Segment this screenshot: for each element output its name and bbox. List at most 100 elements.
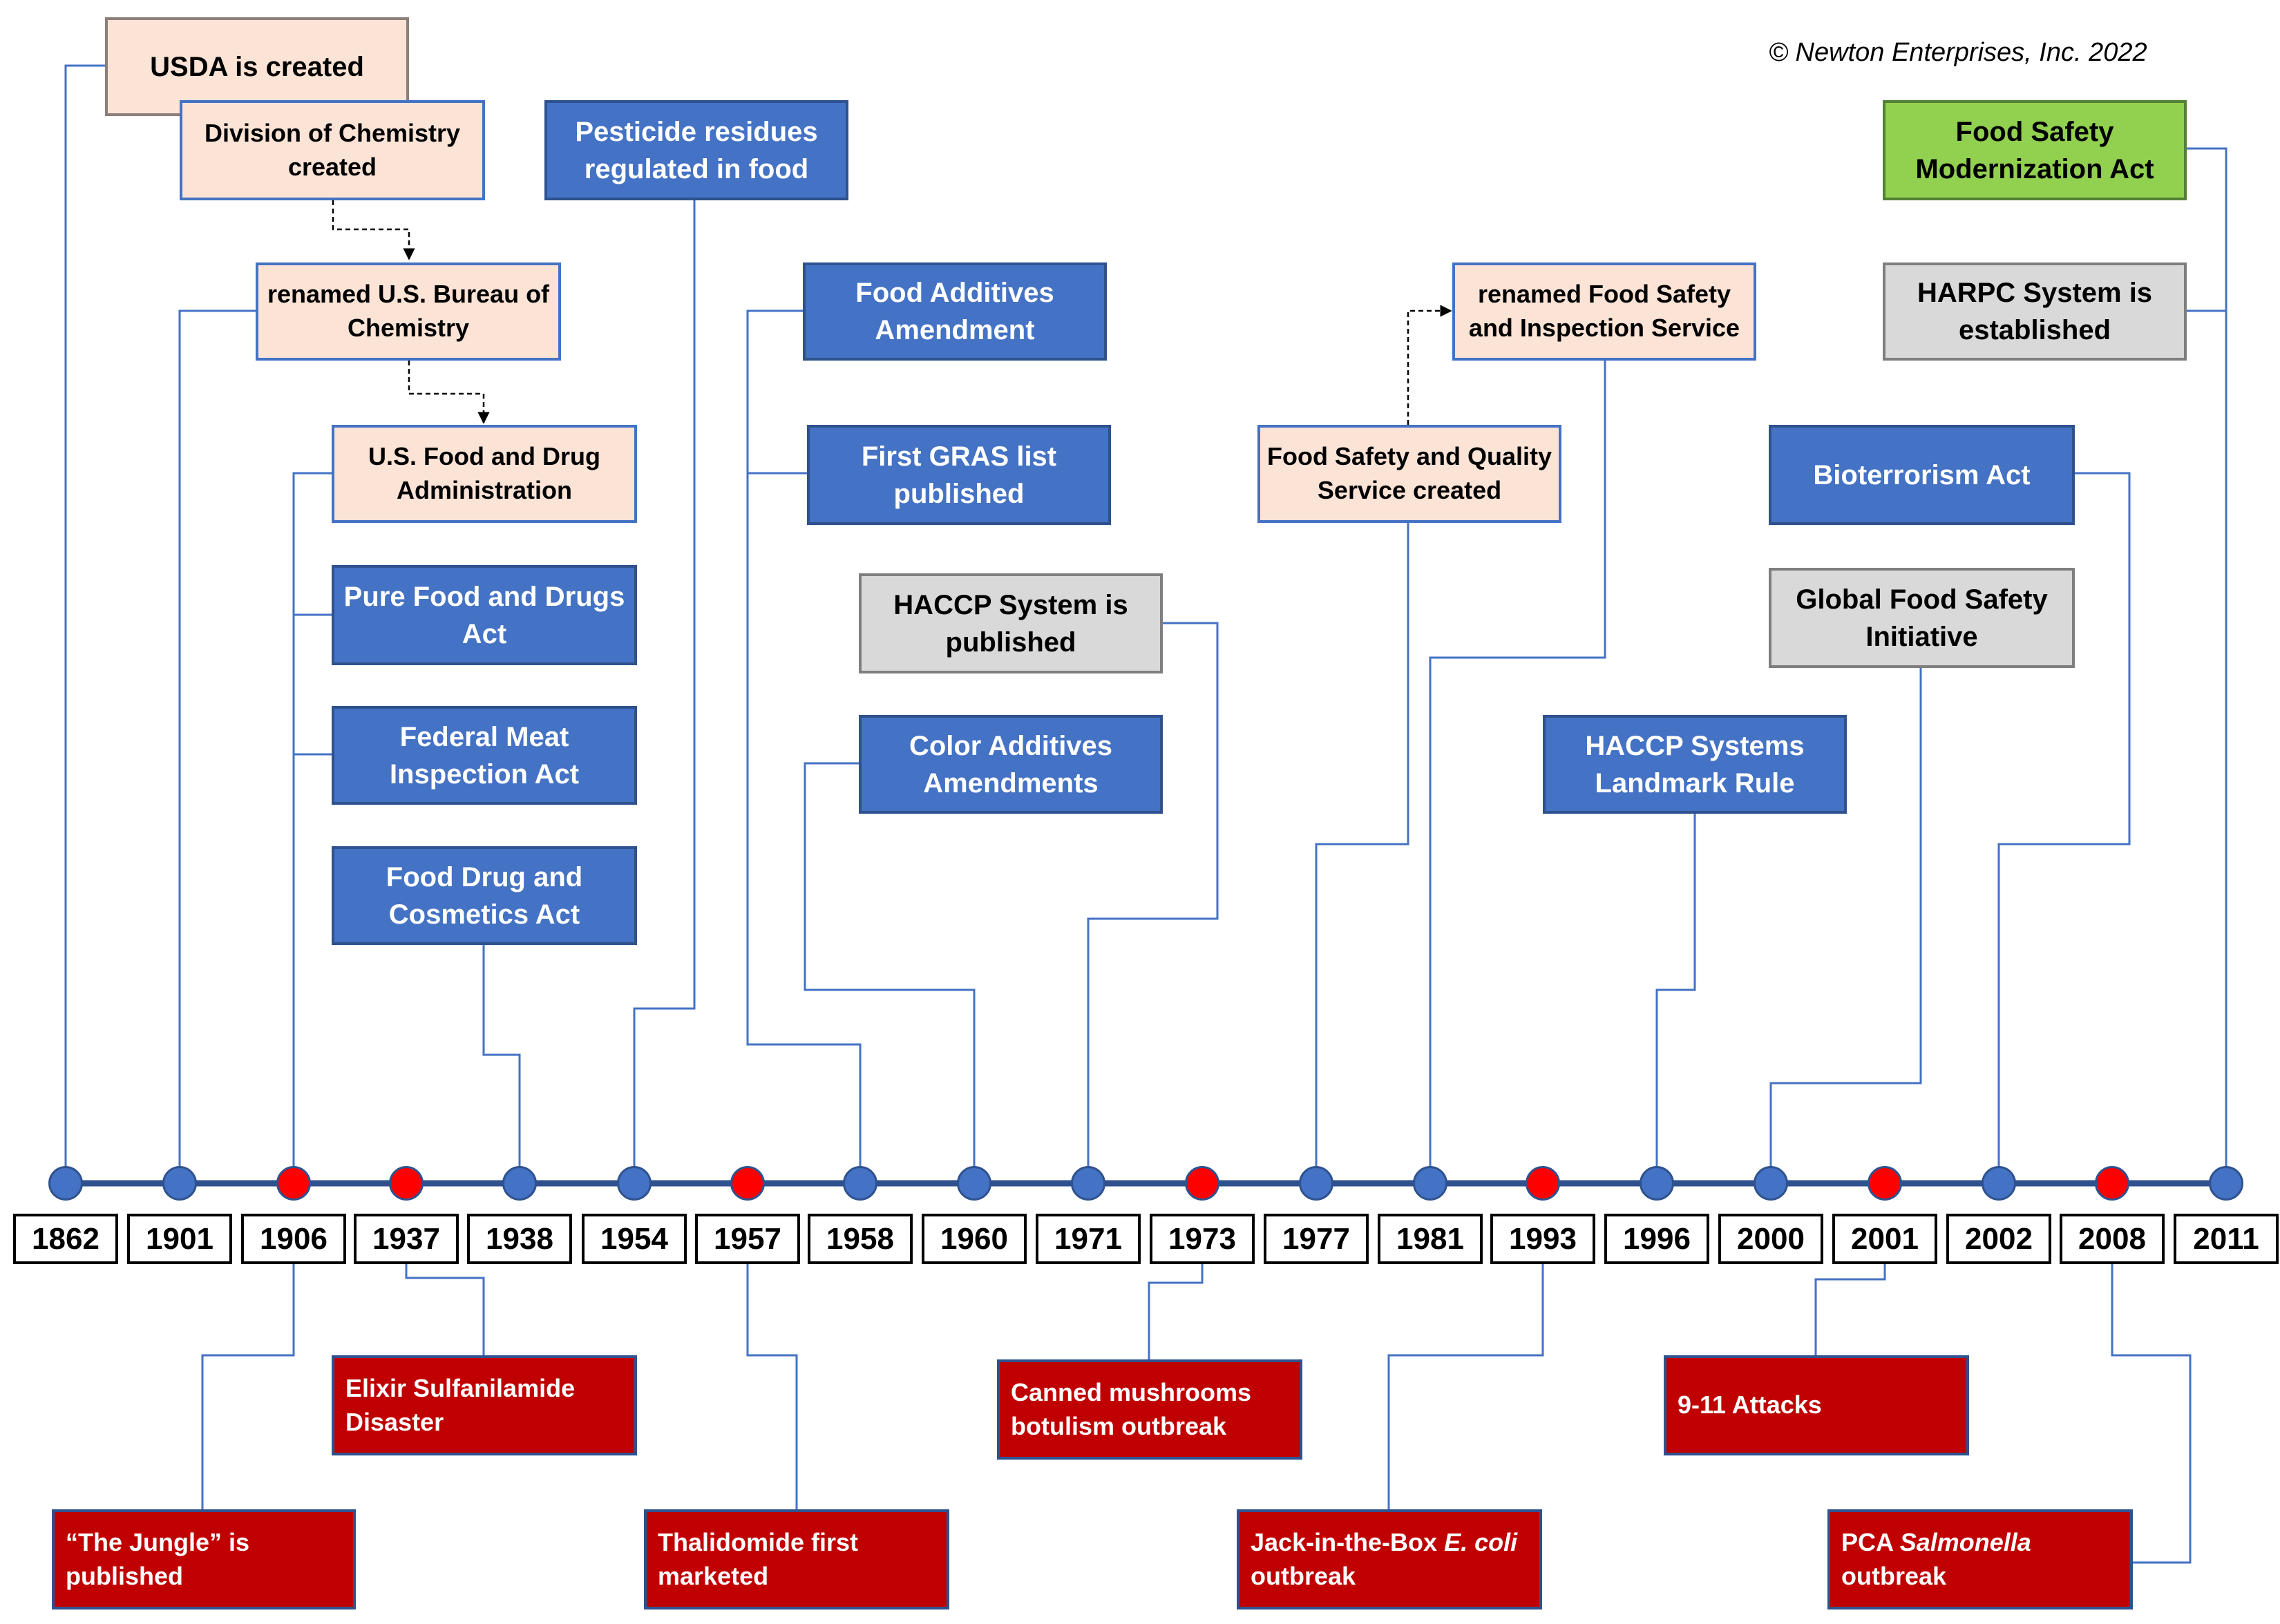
harpc-box: HARPC System is established (1883, 262, 2187, 361)
fsma-box: Food Safety Modernization Act (1883, 100, 2187, 200)
connector-mushrooms (1148, 1264, 1204, 1359)
year-marker-1958 (843, 1166, 877, 1201)
year-marker-1977 (1299, 1166, 1333, 1201)
connector-color-additives (804, 762, 976, 1183)
attacks-event-box: 9-11 Attacks (1664, 1355, 1969, 1455)
copyright-notice: © Newton Enterprises, Inc. 2022 (1769, 38, 2147, 67)
gfsi-box: Global Food Safety Initiative (1769, 568, 2075, 668)
year-marker-1957 (730, 1166, 765, 1201)
connector-attacks (1814, 1264, 1886, 1355)
year-label-2011: 2011 (2174, 1214, 2279, 1264)
arrow-division-to-bureau (332, 200, 415, 260)
jungle-event-box: “The Jungle” is published (52, 1509, 356, 1609)
bioterrorism-act-box: Bioterrorism Act (1769, 425, 2075, 525)
arrow-fsqs-to-fsis (1407, 305, 1452, 425)
pure-food-drugs-act-box: Pure Food and Drugs Act (332, 565, 637, 665)
elixir-event-box: Elixir Sulfanilamide Disaster (332, 1355, 637, 1455)
pca-text-italic: Salmonella (1899, 1527, 2031, 1556)
year-marker-1971 (1071, 1166, 1105, 1201)
connector-usda (64, 64, 105, 1183)
year-label-1977: 1977 (1264, 1214, 1369, 1264)
year-marker-2011 (2209, 1166, 2243, 1201)
fda-box: U.S. Food and Drug Administration (332, 425, 637, 523)
jack-in-the-box-event-box: Jack-in-the-Box E. coli outbreak (1237, 1509, 1542, 1609)
connector-food-additives (746, 309, 862, 1183)
year-marker-1993 (1526, 1166, 1560, 1201)
year-label-1938: 1938 (467, 1214, 572, 1264)
year-marker-1862 (48, 1166, 83, 1201)
fsis-box: renamed Food Safety and Inspection Servi… (1452, 262, 1756, 361)
connector-haccp-landmark (1655, 813, 1696, 1183)
usda-box: USDA is created (105, 17, 409, 116)
mushrooms-event-box: Canned mushrooms botulism outbreak (997, 1359, 1302, 1460)
year-marker-2001 (1868, 1166, 1902, 1201)
color-additives-box: Color Additives Amendments (859, 715, 1163, 814)
food-drug-cosmetics-act-box: Food Drug and Cosmetics Act (332, 846, 637, 945)
jack-text-start: Jack-in-the-Box (1251, 1527, 1445, 1556)
gras-list-box: First GRAS list published (807, 425, 1111, 525)
connector-bureau (178, 309, 256, 1183)
connector-fsma (2185, 147, 2227, 1183)
year-marker-1954 (617, 1166, 652, 1201)
haccp-landmark-rule-box: HACCP Systems Landmark Rule (1543, 715, 1847, 814)
connector-haccp-published (1087, 622, 1219, 1183)
connector-jungle (201, 1264, 295, 1509)
year-label-1958: 1958 (808, 1214, 913, 1264)
year-label-1971: 1971 (1036, 1214, 1141, 1264)
arrow-bureau-to-fda (408, 361, 490, 424)
year-marker-1906 (276, 1166, 311, 1201)
pca-text: PCA Salmonella outbreak (1841, 1526, 2130, 1593)
bureau-chemistry-box: renamed U.S. Bureau of Chemistry (256, 262, 561, 361)
connector-elixir (405, 1264, 485, 1355)
year-label-1973: 1973 (1150, 1214, 1255, 1264)
year-marker-2002 (1982, 1166, 2016, 1201)
year-label-1862: 1862 (13, 1214, 118, 1264)
connector-fdc (482, 945, 521, 1183)
year-marker-1938 (502, 1166, 537, 1201)
year-label-1957: 1957 (695, 1214, 800, 1264)
pca-event-box: PCA Salmonella outbreak (1827, 1509, 2133, 1609)
year-label-1996: 1996 (1604, 1214, 1709, 1264)
connector-fda (292, 472, 332, 1183)
connector-pesticide (633, 200, 696, 1183)
fsqs-box: Food Safety and Quality Service created (1257, 425, 1561, 523)
connector-jack (1387, 1264, 1544, 1509)
year-marker-1937 (389, 1166, 424, 1201)
connector-pca (2111, 1264, 2192, 1564)
year-label-1937: 1937 (354, 1214, 459, 1264)
year-label-1906: 1906 (241, 1214, 346, 1264)
year-label-1993: 1993 (1490, 1214, 1595, 1264)
connector-gfsi (1769, 667, 1922, 1183)
pca-text-end: outbreak (1841, 1561, 1947, 1590)
year-label-1901: 1901 (127, 1214, 232, 1264)
division-chemistry-box: Division of Chemistry created (180, 100, 485, 200)
year-marker-2000 (1754, 1166, 1788, 1201)
year-marker-1981 (1413, 1166, 1447, 1201)
year-label-2000: 2000 (1718, 1214, 1823, 1264)
year-label-2002: 2002 (1946, 1214, 2051, 1264)
connector-bioterrorism (1997, 472, 2131, 1183)
year-marker-1901 (162, 1166, 197, 1201)
food-additives-amendment-box: Food Additives Amendment (803, 262, 1107, 361)
year-marker-1960 (957, 1166, 991, 1201)
year-marker-1996 (1640, 1166, 1674, 1201)
year-label-2001: 2001 (1832, 1214, 1937, 1264)
meat-inspection-act-box: Federal Meat Inspection Act (332, 706, 637, 805)
year-label-1981: 1981 (1378, 1214, 1483, 1264)
jack-text-end: outbreak (1251, 1561, 1356, 1590)
connector-fsqs (1315, 522, 1409, 1183)
year-label-1960: 1960 (922, 1214, 1027, 1264)
pesticide-residues-box: Pesticide residues regulated in food (544, 100, 848, 200)
year-marker-2008 (2095, 1166, 2129, 1201)
jack-text-italic: E. coli (1444, 1527, 1518, 1556)
haccp-published-box: HACCP System is published (859, 573, 1163, 674)
year-marker-1973 (1185, 1166, 1219, 1201)
connector-thalidomide (746, 1264, 798, 1509)
connector-fsis (1429, 361, 1606, 1183)
year-label-1954: 1954 (582, 1214, 687, 1264)
year-label-2008: 2008 (2060, 1214, 2165, 1264)
thalidomide-event-box: Thalidomide first marketed (644, 1509, 949, 1609)
pca-text-start: PCA (1841, 1527, 1900, 1556)
